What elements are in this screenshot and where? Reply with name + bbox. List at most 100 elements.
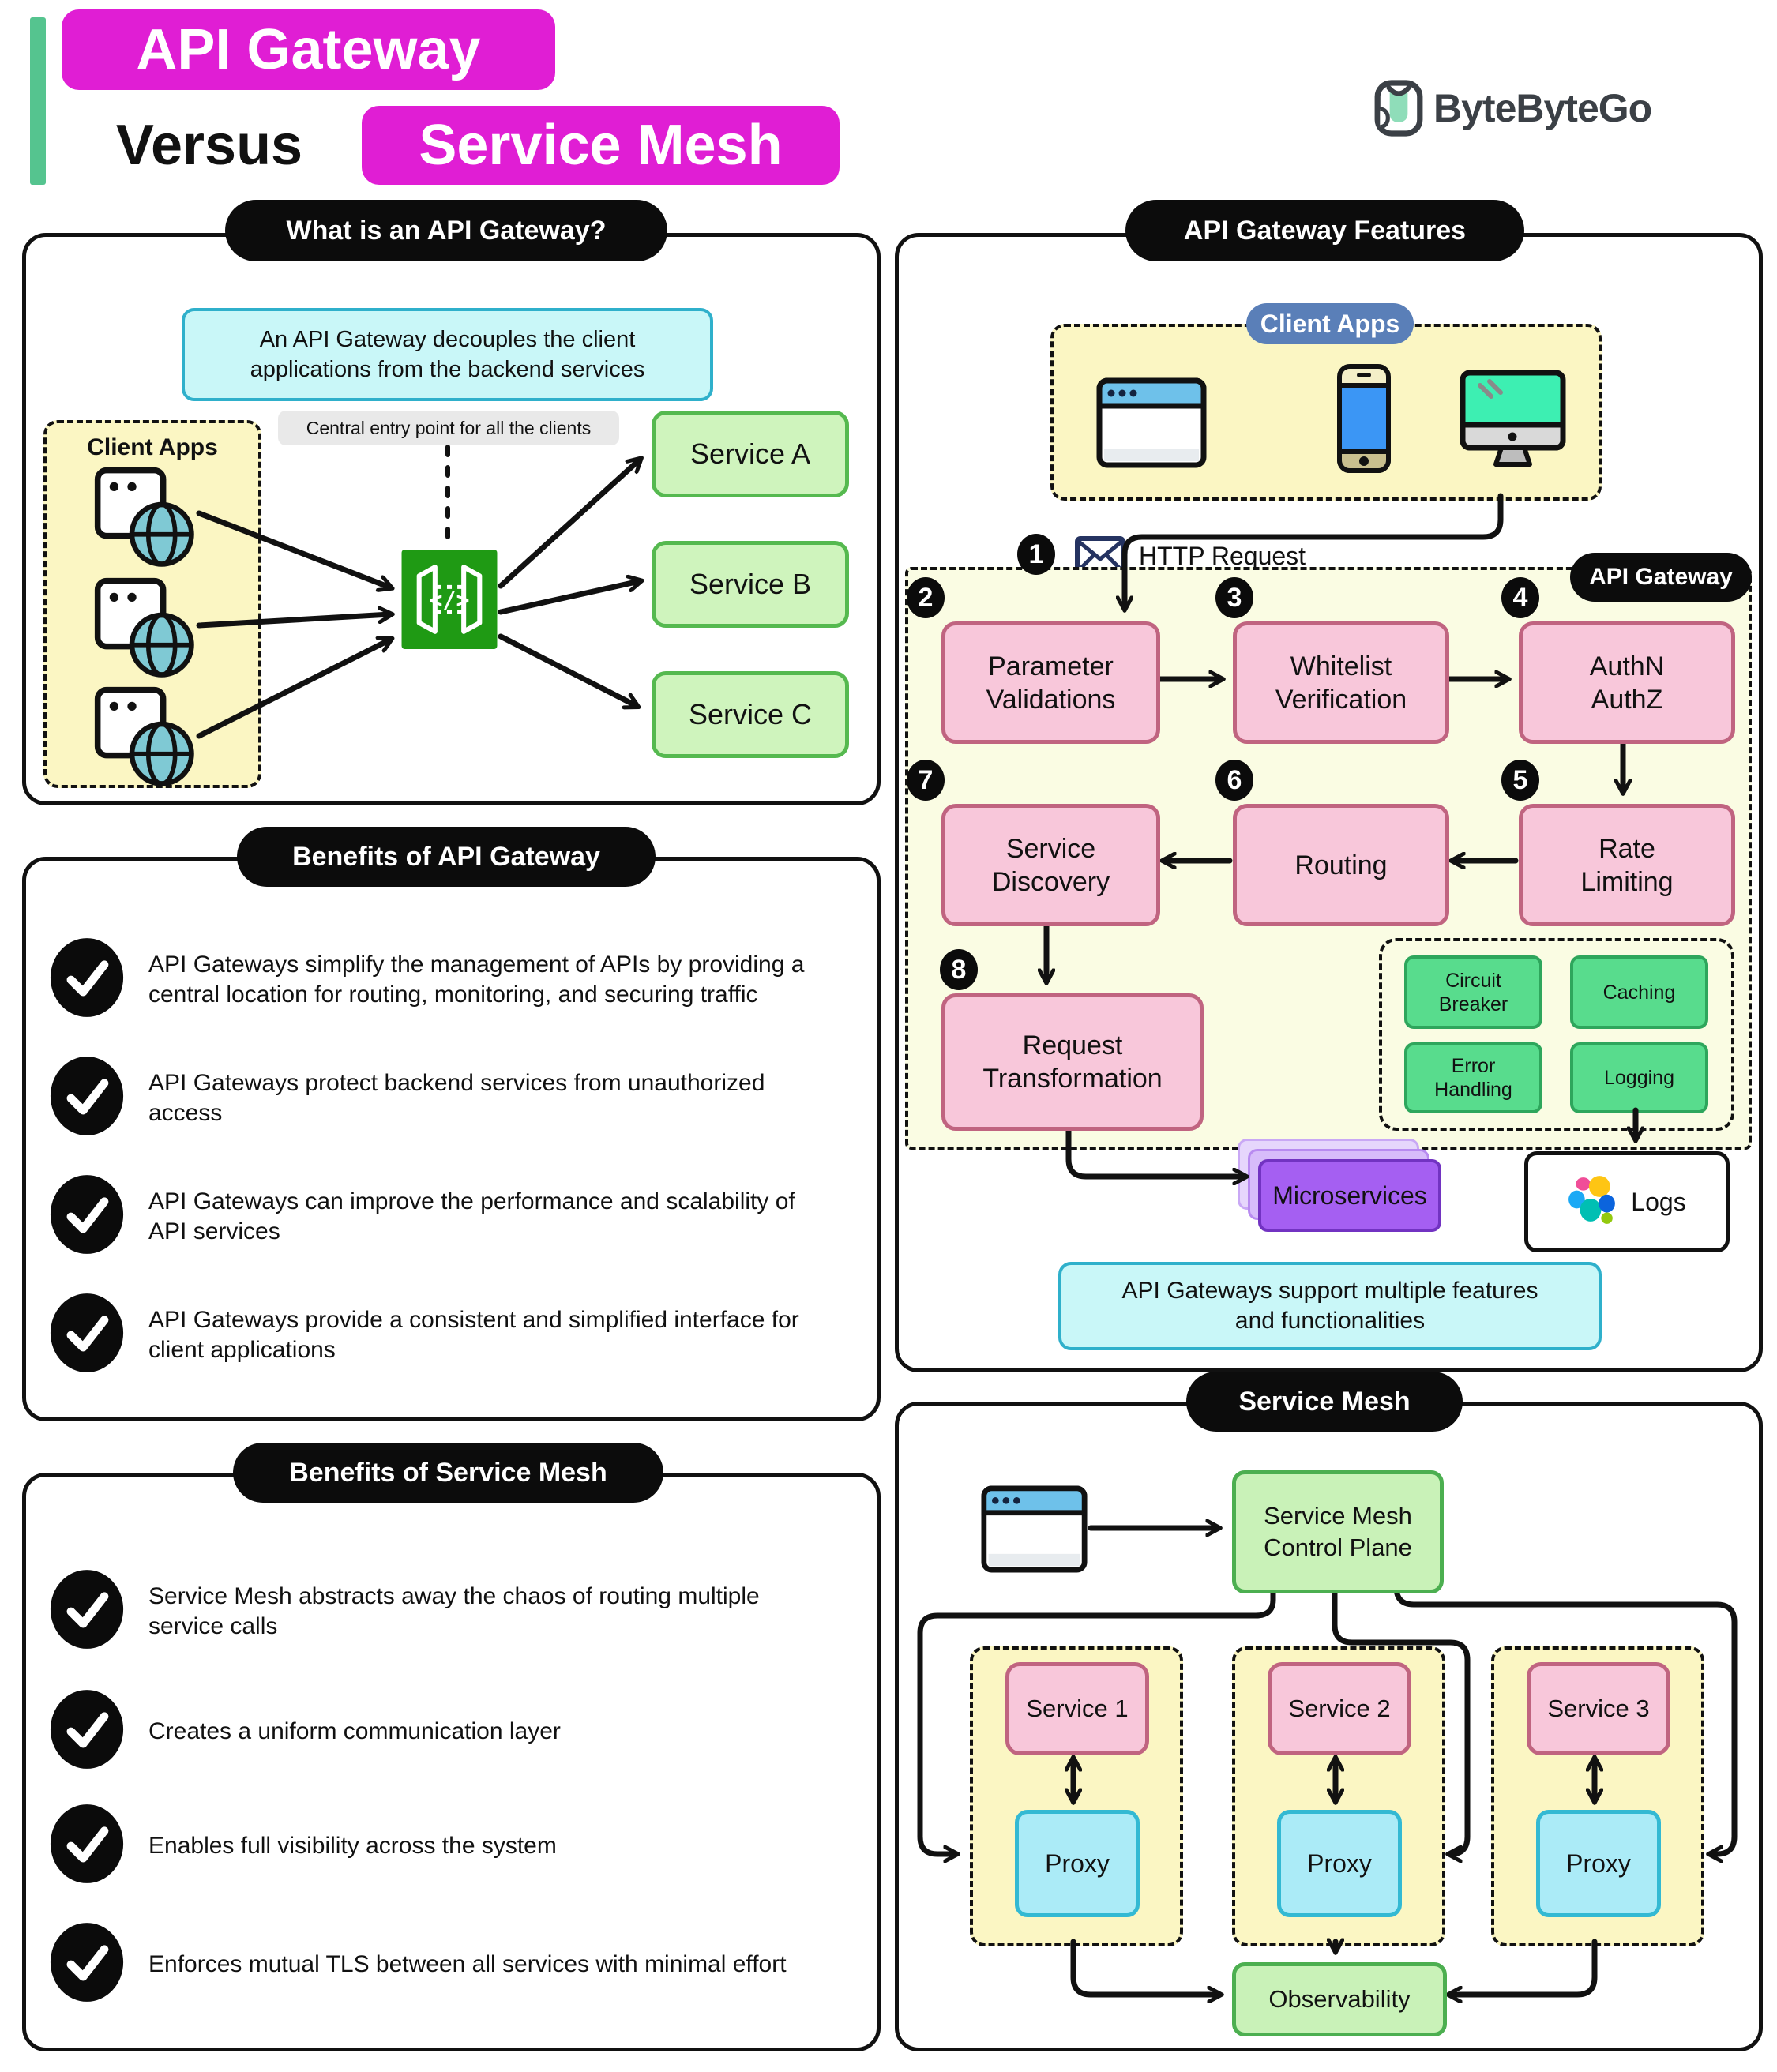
- web-app-icon: [93, 466, 197, 574]
- error-handling-box: Error Handling: [1404, 1042, 1542, 1113]
- observability-box: Observability: [1232, 1962, 1447, 2036]
- features-note: API Gateways support multiple features a…: [1058, 1262, 1602, 1350]
- proxy-text: Proxy: [1045, 1849, 1110, 1878]
- check-icon: [49, 937, 125, 1023]
- http-request-text: HTTP Request: [1139, 542, 1306, 570]
- panel-benefits-gateway-title-text: Benefits of API Gateway: [292, 841, 600, 872]
- panel-benefits-api-gateway: [22, 857, 881, 1421]
- benefit-item: Creates a uniform communication layer: [49, 1688, 561, 1774]
- features-client-apps-pill: Client Apps: [1246, 303, 1414, 344]
- microservices-box: Microservices: [1258, 1159, 1441, 1232]
- service-b-text: Service B: [689, 568, 812, 600]
- rate-limiting-box: Rate Limiting: [1519, 804, 1735, 926]
- authn-authz-text: AuthN AuthZ: [1589, 651, 1665, 715]
- service-a-text: Service A: [689, 437, 811, 470]
- logging-text: Logging: [1604, 1067, 1674, 1089]
- panel-benefits-mesh-title: Benefits of Service Mesh: [233, 1443, 663, 1503]
- control-plane-text: Service Mesh Control Plane: [1264, 1502, 1412, 1561]
- whitelist-verification-box: Whitelist Verification: [1233, 621, 1449, 744]
- step-number-text: 2: [918, 582, 934, 613]
- step-3-number: 3: [1215, 577, 1253, 618]
- step-4-number: 4: [1501, 577, 1539, 618]
- control-plane-box: Service Mesh Control Plane: [1232, 1470, 1444, 1593]
- extra-features-group: [1379, 938, 1734, 1131]
- check-icon: [49, 1921, 125, 2007]
- benefit-text: API Gateways simplify the management of …: [148, 951, 805, 1008]
- benefit-text: API Gateways can improve the performance…: [148, 1188, 795, 1244]
- panel-benefits-gateway-title: Benefits of API Gateway: [237, 827, 656, 887]
- brand-name-text: ByteByteGo: [1433, 86, 1652, 130]
- page-title-versus: Versus: [63, 106, 355, 185]
- step-8-number: 8: [940, 949, 978, 990]
- caching-text: Caching: [1602, 981, 1676, 1004]
- features-note-text: API Gateways support multiple features a…: [1121, 1278, 1538, 1334]
- service-c-box: Service C: [652, 671, 849, 758]
- error-handling-text: Error Handling: [1434, 1055, 1512, 1101]
- client-apps-label: Client Apps: [47, 434, 258, 461]
- service-1-box: Service 1: [1005, 1662, 1149, 1755]
- request-transformation-box: Request Transformation: [941, 993, 1204, 1131]
- step-number-text: 8: [951, 954, 967, 985]
- web-app-icon: [93, 576, 197, 685]
- step-7-number: 7: [907, 760, 945, 801]
- step-6-number: 6: [1215, 760, 1253, 801]
- service-b-box: Service B: [652, 541, 849, 628]
- benefit-item: API Gateways simplify the management of …: [49, 937, 867, 1023]
- step-number-text: 6: [1227, 764, 1242, 795]
- browser-icon: [981, 1485, 1088, 1578]
- microservices-text: Microservices: [1272, 1181, 1427, 1210]
- logging-box: Logging: [1570, 1042, 1708, 1113]
- browser-icon: [1096, 377, 1207, 472]
- brand-name: ByteByteGo: [1433, 81, 1706, 136]
- panel-features-title-text: API Gateway Features: [1183, 215, 1467, 246]
- check-icon: [49, 1803, 125, 1889]
- benefit-text: Enables full visibility across the syste…: [148, 1832, 557, 1859]
- step-5-number: 5: [1501, 760, 1539, 801]
- benefit-item: Service Mesh abstracts away the chaos of…: [49, 1568, 812, 1654]
- service-2-box: Service 2: [1268, 1662, 1411, 1755]
- logs-text: Logs: [1631, 1187, 1686, 1216]
- panel-what-title-text: What is an API Gateway?: [286, 215, 607, 246]
- benefit-item: Enables full visibility across the syste…: [49, 1803, 557, 1889]
- step-2-number: 2: [907, 577, 945, 618]
- benefit-text: Enforces mutual TLS between all services…: [148, 1950, 787, 1977]
- service-discovery-text: Service Discovery: [991, 833, 1110, 897]
- benefit-text: API Gateways provide a consistent and si…: [148, 1306, 799, 1363]
- smartphone-icon: [1336, 363, 1392, 478]
- parameter-validations-text: Parameter Validations: [986, 651, 1116, 715]
- circuit-breaker-box: Circuit Breaker: [1404, 955, 1542, 1029]
- api-gateway-note-text: An API Gateway decouples the client appl…: [250, 327, 645, 382]
- service-3-box: Service 3: [1527, 1662, 1670, 1755]
- panel-features-title: API Gateway Features: [1125, 200, 1524, 261]
- page-title-top-text: API Gateway: [136, 18, 481, 81]
- panel-benefits-service-mesh: [22, 1473, 881, 2051]
- proxy-text: Proxy: [1566, 1849, 1631, 1878]
- step-number-text: 3: [1227, 582, 1242, 613]
- step-number-text: 4: [1512, 582, 1528, 613]
- panel-what-title: What is an API Gateway?: [225, 200, 667, 261]
- api-gateway-flow-pill: API Gateway: [1570, 553, 1752, 602]
- page-title-bottom: Service Mesh: [362, 106, 840, 185]
- features-client-apps-text: Client Apps: [1260, 309, 1400, 338]
- central-entry-label-text: Central entry point for all the clients: [306, 417, 592, 438]
- benefit-item: Enforces mutual TLS between all services…: [49, 1921, 787, 2007]
- whitelist-verification-text: Whitelist Verification: [1275, 651, 1407, 715]
- benefit-text: Creates a uniform communication layer: [148, 1717, 561, 1744]
- circuit-breaker-text: Circuit Breaker: [1438, 969, 1508, 1015]
- routing-text: Routing: [1294, 850, 1388, 880]
- logs-box: Logs: [1524, 1151, 1730, 1252]
- proxy-2-box: Proxy: [1277, 1810, 1402, 1917]
- proxy-text: Proxy: [1307, 1849, 1372, 1878]
- step-number-text: 7: [918, 764, 934, 795]
- page-title-bottom-text: Service Mesh: [419, 114, 783, 177]
- rate-limiting-text: Rate Limiting: [1580, 833, 1674, 897]
- step-number-text: 5: [1512, 764, 1528, 795]
- api-gateway-note: An API Gateway decouples the client appl…: [182, 308, 713, 401]
- proxy-1-box: Proxy: [1015, 1810, 1140, 1917]
- elastic-logo-icon: [1568, 1174, 1617, 1230]
- panel-benefits-mesh-title-text: Benefits of Service Mesh: [289, 1457, 607, 1488]
- benefit-text: API Gateways protect backend services fr…: [148, 1069, 765, 1126]
- service-c-text: Service C: [688, 698, 813, 730]
- proxy-3-box: Proxy: [1536, 1810, 1661, 1917]
